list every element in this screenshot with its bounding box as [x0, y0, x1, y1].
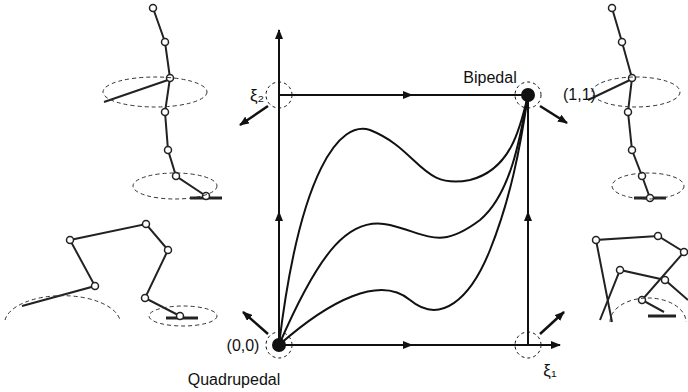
state-label: Bipedal: [463, 70, 516, 86]
coordinate-label: (1,1): [563, 87, 596, 103]
coordinate-label: (0,0): [227, 338, 260, 354]
state-label: Quadrupedal: [188, 372, 281, 388]
axis-label: ξ₁: [543, 362, 556, 379]
axis-label: ξ₂: [250, 87, 264, 104]
